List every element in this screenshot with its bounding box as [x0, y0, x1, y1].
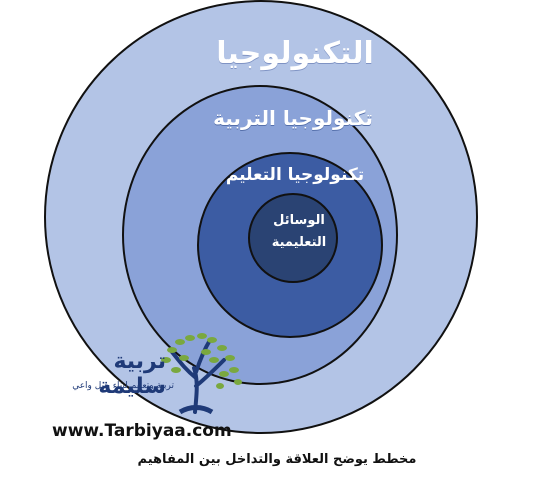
ring-label-instructional-technology: تكنولوجيا التعليم — [225, 165, 365, 185]
watermark-url: www.Tarbiyaa.com — [52, 421, 232, 441]
ring-label-technology: التكنولوجيا — [216, 36, 374, 71]
ring-label-instructional-media: الوسائل التعليمية — [22, 210, 554, 254]
watermark-tagline: تربية وتعليم لبناء جيل واعي — [72, 381, 174, 391]
diagram-caption: مخطط يوضح العلاقة والتداخل بين المفاهيم — [137, 452, 417, 467]
tree-reading-child-icon — [161, 333, 242, 415]
watermark-logo: تربية سليمة تربية وتعليم لبناء جيل واعي … — [46, 333, 246, 445]
ring-instructional-media — [248, 193, 338, 283]
ring-label-instructional-media-text: الوسائل التعليمية — [271, 213, 327, 250]
watermark-brand: تربية سليمة — [98, 349, 166, 399]
ring-label-educational-technology: تكنولوجيا التربية — [213, 106, 373, 130]
